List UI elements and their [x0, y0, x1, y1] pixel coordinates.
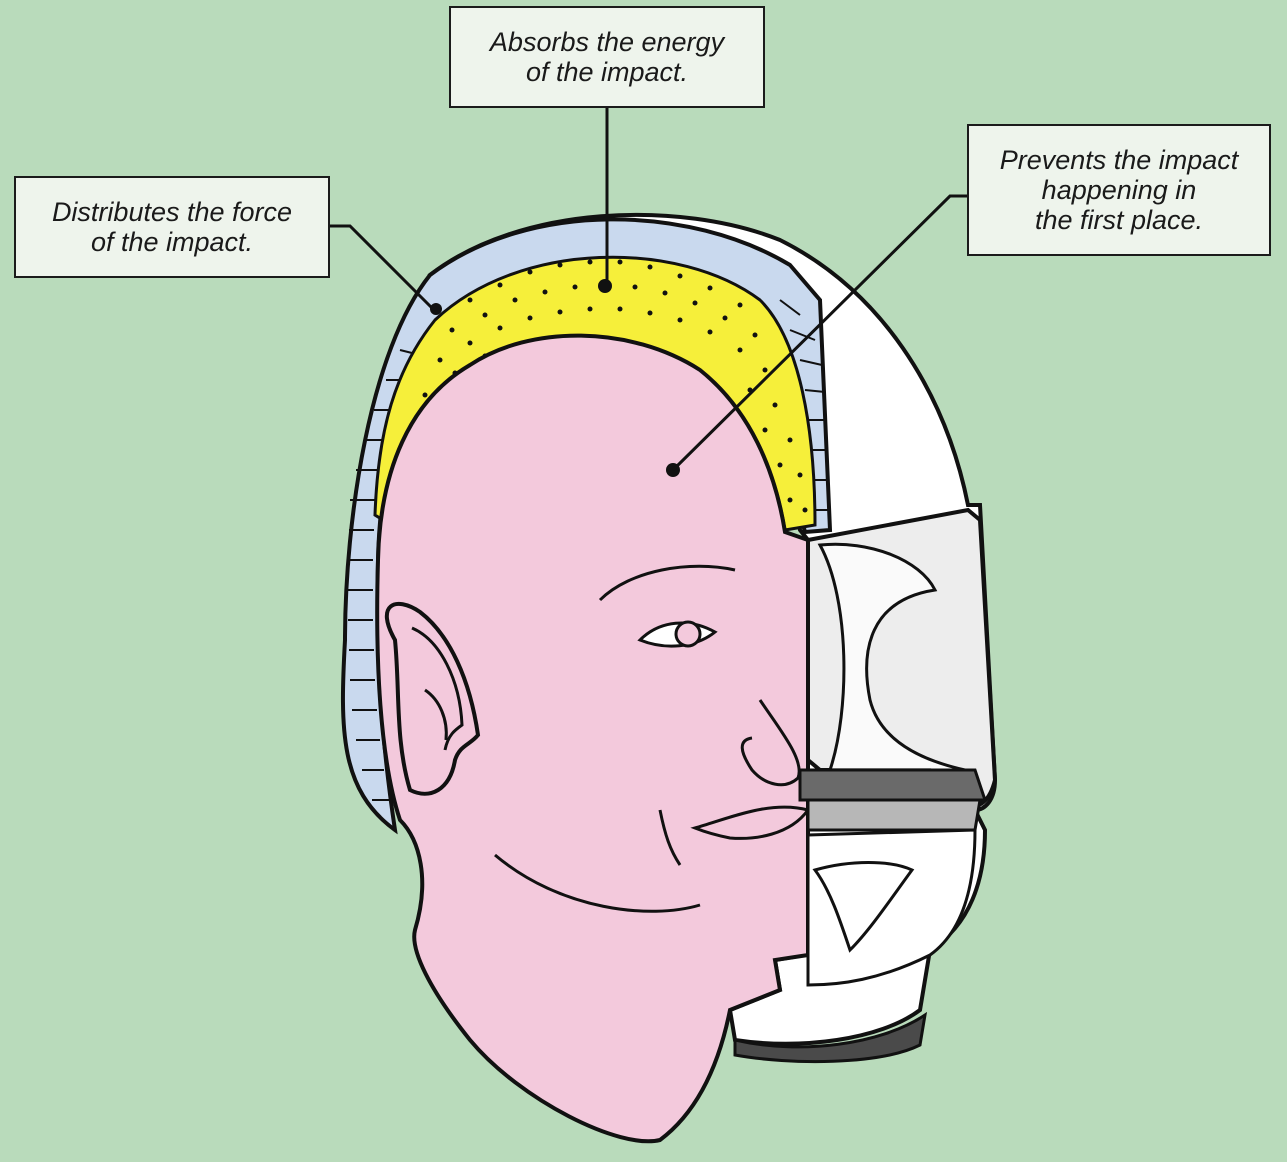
callout-prevents-line-2: happening in [1000, 175, 1239, 205]
distributes-marker [430, 303, 442, 315]
callout-prevents-line-1: Prevents the impact [1000, 145, 1239, 175]
callout-prevents-line-3: the first place. [1000, 205, 1239, 235]
callout-distributes-force: Distributes the force of the impact. [14, 176, 330, 278]
callout-absorbs-line-1: Absorbs the energy [490, 27, 724, 57]
callout-distributes-line-2: of the impact. [52, 227, 292, 257]
chin-guard-pad [808, 800, 980, 830]
chin-guard-strap [800, 770, 985, 800]
chin-guard-shell [808, 830, 975, 985]
callout-absorbs-line-2: of the impact. [490, 57, 724, 87]
callout-absorbs-energy: Absorbs the energy of the impact. [449, 6, 765, 108]
callout-distributes-line-1: Distributes the force [52, 197, 292, 227]
callout-prevents-impact: Prevents the impact happening in the fir… [967, 124, 1271, 256]
eye-iris [676, 622, 700, 646]
